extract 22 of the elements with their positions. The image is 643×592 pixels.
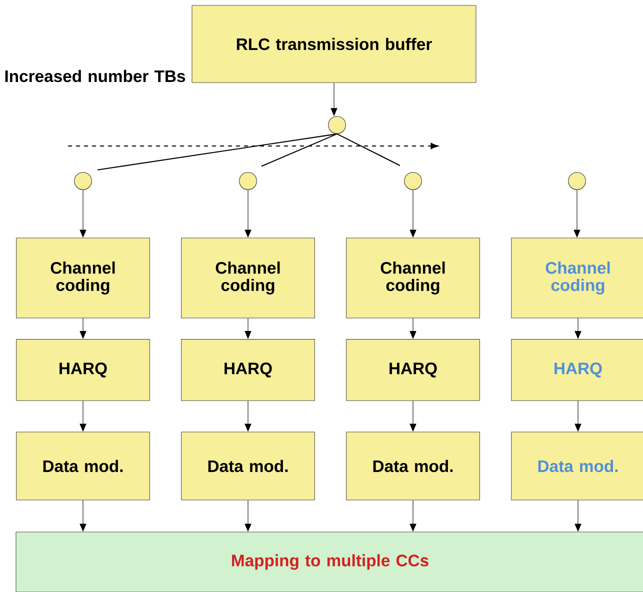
process-box: HARQ [511,339,643,401]
process-box: Channel coding [346,238,480,318]
process-box: HARQ [346,339,480,401]
switch-line [97,133,338,170]
process-box: HARQ [16,339,150,401]
switch-line [261,133,338,167]
process-box: Data mod. [16,432,150,500]
process-box: Channel coding [181,238,315,318]
process-box: Data mod. [181,432,315,500]
junction-circle [239,172,257,190]
process-box: Data mod. [346,432,480,500]
junction-circle [328,116,346,134]
mapping-box: Mapping to multiple CCs [16,532,643,592]
process-box: RLC transmission buffer [192,5,476,83]
process-box: Data mod. [511,432,643,500]
junction-circle [74,172,92,190]
junction-circle [404,172,422,190]
process-box: Channel coding [16,238,150,318]
switch-line [336,133,400,166]
process-box: Channel coding [511,238,643,318]
process-box: HARQ [181,339,315,401]
junction-circle [568,172,586,190]
